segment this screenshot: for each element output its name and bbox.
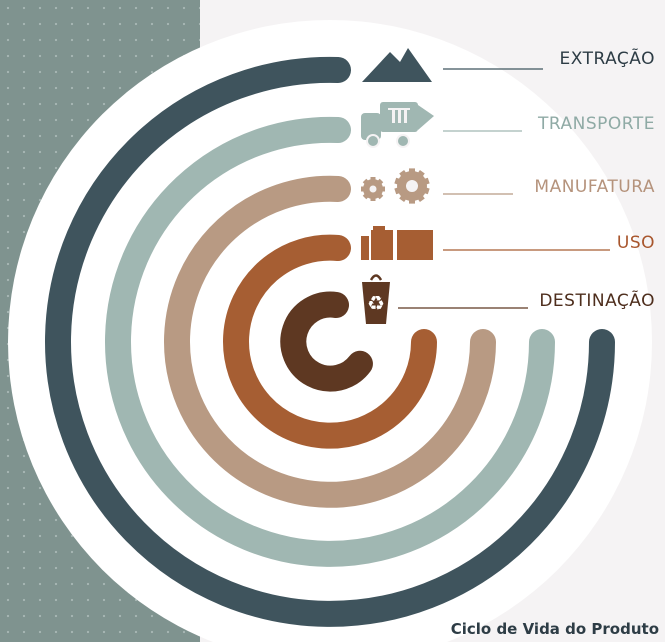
gear-tooth xyxy=(370,177,376,183)
truck-icon xyxy=(361,102,434,148)
arc-extracao xyxy=(45,56,615,627)
gear-tooth xyxy=(370,195,376,201)
recycle-bin-icon: ♻ xyxy=(362,274,390,324)
label-destinacao: DESTINAÇÃO xyxy=(539,291,655,311)
packaging-icon xyxy=(361,226,433,260)
gear-tooth xyxy=(415,169,425,180)
arc-manufatura xyxy=(164,175,496,508)
gear-tooth xyxy=(362,178,371,187)
gear-tooth xyxy=(420,177,430,186)
arc-destinacao xyxy=(280,291,373,392)
label-manufatura: MANUFATURA xyxy=(534,177,655,197)
svg-text:♻: ♻ xyxy=(367,291,385,315)
label-extracao: EXTRAÇÃO xyxy=(559,49,655,69)
gears-icon xyxy=(361,168,430,204)
label-uso: USO xyxy=(616,233,655,253)
mountain-icon xyxy=(362,48,432,82)
gear-tooth xyxy=(420,186,430,195)
gear-tooth xyxy=(394,177,404,186)
gear-tooth xyxy=(409,196,415,204)
gear-tooth xyxy=(361,186,367,192)
diagram-caption: Ciclo de Vida do Produto xyxy=(450,620,659,638)
gear-tooth xyxy=(399,169,409,180)
gear-tooth xyxy=(379,186,385,192)
gear-tooth xyxy=(362,191,371,200)
gear-tooth xyxy=(375,191,384,200)
gear-tooth xyxy=(415,192,425,203)
arc-uso xyxy=(223,234,437,449)
arc-transporte xyxy=(105,116,555,567)
gear-tooth xyxy=(409,168,415,176)
gear-tooth xyxy=(375,178,384,187)
gear-tooth xyxy=(394,186,404,195)
label-transporte: TRANSPORTE xyxy=(538,114,655,134)
gear-tooth xyxy=(399,192,409,203)
